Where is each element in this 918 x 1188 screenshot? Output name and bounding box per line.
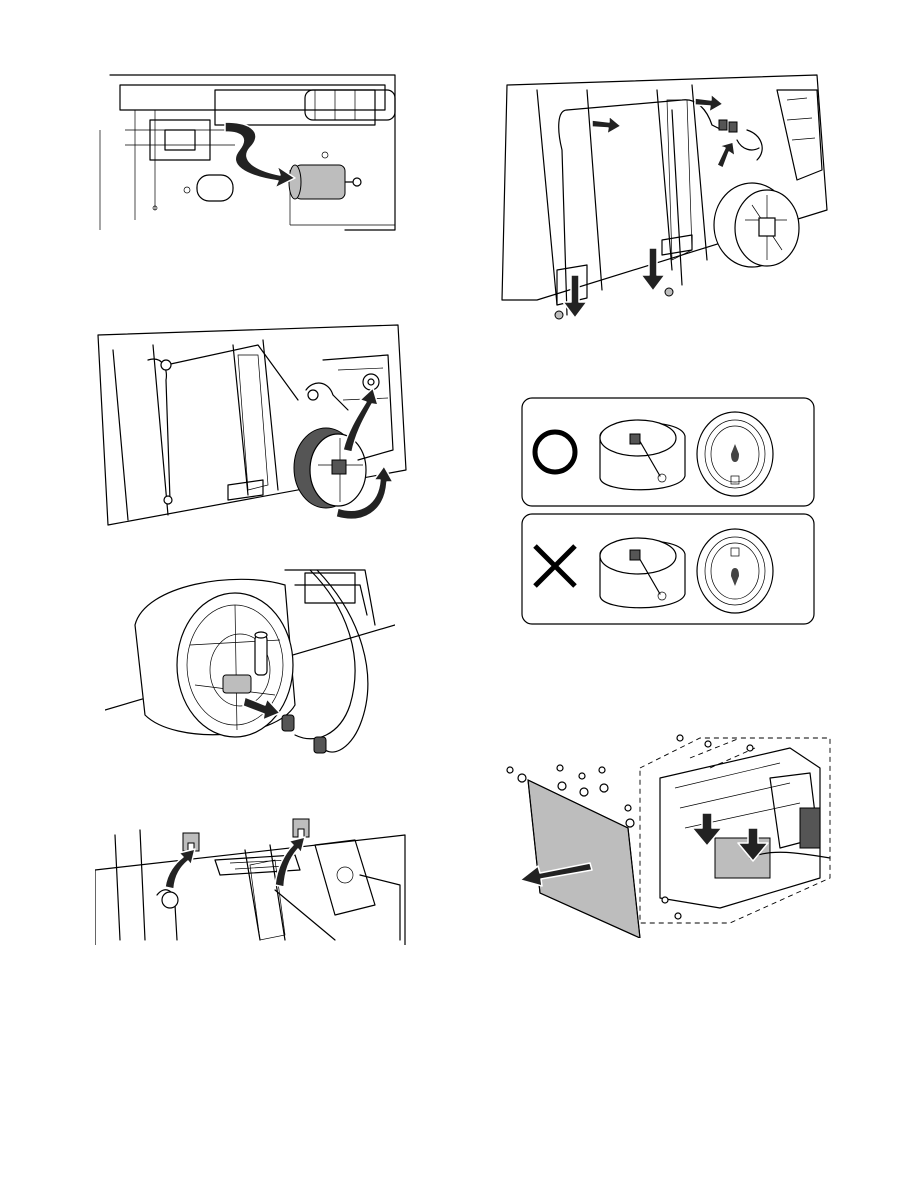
- orientation-check-illustration: [520, 396, 816, 628]
- clamp-part-icon: [183, 819, 309, 851]
- fig-orientation-check: [520, 396, 816, 628]
- spool-front-view-icon: [697, 412, 773, 496]
- spool-side-view-icon: [600, 538, 685, 608]
- arrow-up-left-icon: [717, 142, 735, 168]
- roller-remove-illustration: [95, 70, 405, 235]
- arrow-up-icon: [275, 837, 305, 887]
- cable-pull-illustration: [497, 70, 832, 325]
- cover-panel-icon: [528, 780, 640, 938]
- arrow-up-icon: [165, 849, 195, 889]
- spool-front-view-icon: [697, 529, 773, 613]
- cross-ng-icon: [535, 546, 575, 586]
- fig-clamp-removal: [95, 815, 410, 945]
- arrow-right-icon: [695, 94, 723, 112]
- clamp-remove-illustration: [95, 815, 410, 945]
- fig-spool-cable-connectors: [105, 565, 395, 775]
- curved-arrow-up-icon: [343, 388, 378, 452]
- spool-side-view-icon: [600, 420, 685, 490]
- fig-ering-spool-removal: [88, 320, 410, 530]
- cover-removal-illustration: [500, 728, 845, 938]
- e-ring-icon: [363, 374, 379, 390]
- roller-part-icon: [289, 165, 361, 199]
- arrow-right-icon: [592, 116, 621, 134]
- fig-cable-pull-down: [497, 70, 832, 325]
- fig-roller-removal: [95, 70, 405, 235]
- fig-cover-screws-removal: [500, 728, 845, 938]
- e-ring-removal-illustration: [88, 320, 410, 530]
- curved-arrow-icon: [225, 122, 295, 188]
- drive-roller: [305, 90, 395, 120]
- circle-ok-icon: [535, 432, 575, 472]
- spool-part-icon: [714, 183, 799, 267]
- spool-cable-illustration: [105, 565, 395, 775]
